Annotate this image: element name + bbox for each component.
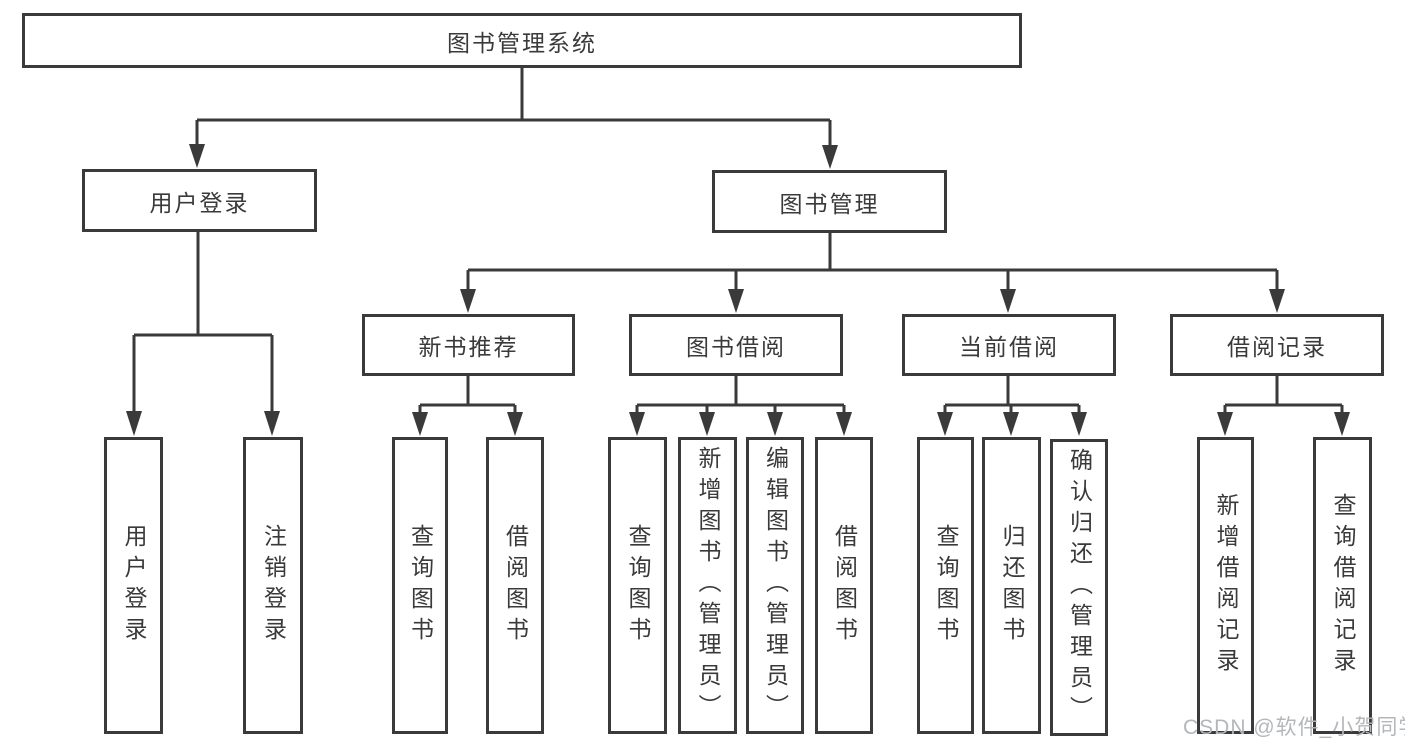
leaf-return-books: 归还图书 [982, 437, 1041, 734]
leaf-edit-books-admin: 编辑图书（管理员） [746, 437, 804, 734]
node-root-system: 图书管理系统 [22, 13, 1022, 68]
node-user-login: 用户登录 [82, 169, 317, 232]
csdn-watermark: CSDN @软件_小贺同学 [1183, 716, 1405, 739]
node-book-borrow: 图书借阅 [629, 314, 843, 376]
leaf-add-books-admin-label: 新增图书（管理员） [695, 446, 721, 725]
leaf-user-login-label: 用户登录 [121, 523, 147, 648]
leaf-confirm-return-admin: 确认归还（管理员） [1050, 439, 1108, 736]
leaf-logout-label: 注销登录 [260, 523, 287, 648]
leaf-recommend-borrow-books-label: 借阅图书 [502, 523, 529, 648]
leaf-borrow-query-books-label: 查询图书 [625, 523, 651, 648]
node-user-login-label: 用户登录 [149, 189, 250, 216]
leaf-add-borrow-record: 新增借阅记录 [1197, 437, 1254, 734]
leaf-user-login: 用户登录 [104, 437, 163, 734]
leaf-add-borrow-record-label: 新增借阅记录 [1213, 492, 1239, 679]
leaf-add-books-admin: 新增图书（管理员） [678, 437, 737, 734]
leaf-recommend-query-books: 查询图书 [392, 437, 448, 734]
node-new-book-recommend: 新书推荐 [362, 314, 575, 376]
leaf-borrow-query-books: 查询图书 [608, 437, 667, 734]
node-borrow-records: 借阅记录 [1170, 314, 1384, 376]
leaf-edit-books-admin-label: 编辑图书（管理员） [762, 446, 789, 725]
node-book-management: 图书管理 [712, 170, 947, 233]
node-root-label: 图书管理系统 [447, 29, 597, 56]
leaf-query-borrow-record: 查询借阅记录 [1313, 437, 1372, 734]
leaf-return-books-label: 归还图书 [999, 523, 1025, 648]
leaf-logout: 注销登录 [243, 437, 303, 734]
leaf-query-borrow-record-label: 查询借阅记录 [1330, 492, 1356, 679]
leaf-recommend-query-books-label: 查询图书 [407, 523, 434, 648]
node-current-borrow: 当前借阅 [902, 314, 1116, 376]
leaf-current-query-books: 查询图书 [917, 437, 974, 734]
node-new-book-recommend-label: 新书推荐 [418, 334, 519, 360]
leaf-current-query-books-label: 查询图书 [933, 523, 959, 648]
leaf-confirm-return-admin-label: 确认归还（管理员） [1066, 448, 1093, 727]
node-book-borrow-label: 图书借阅 [686, 334, 786, 360]
node-borrow-records-label: 借阅记录 [1227, 334, 1327, 360]
leaf-borrow-books: 借阅图书 [815, 437, 873, 734]
leaf-recommend-borrow-books: 借阅图书 [486, 437, 544, 734]
node-book-management-label: 图书管理 [779, 190, 880, 217]
node-current-borrow-label: 当前借阅 [959, 334, 1059, 360]
leaf-borrow-books-label: 借阅图书 [831, 523, 858, 648]
